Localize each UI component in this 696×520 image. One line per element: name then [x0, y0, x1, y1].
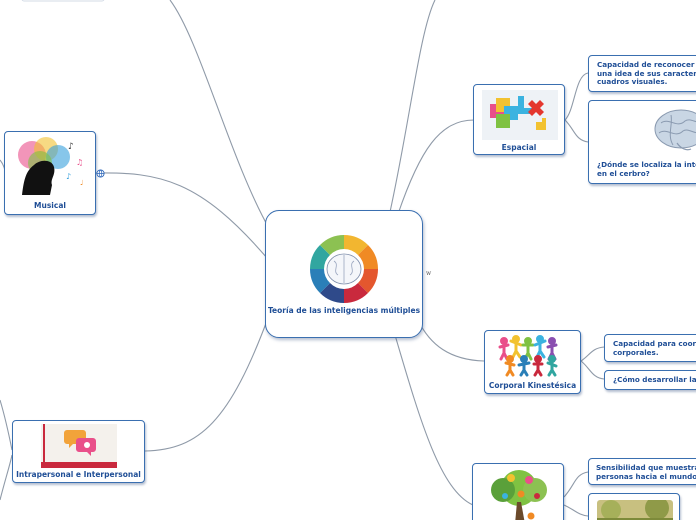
- node-espacial[interactable]: Espacial: [473, 84, 565, 155]
- node-interpersonal-title: Intrapersonal e Interpersonal: [16, 470, 141, 479]
- partial-node-top: [21, 0, 105, 2]
- leaf-naturalista-sensibilidad[interactable]: Sensibilidad que muestra personas hacia …: [588, 458, 696, 485]
- leaf-line: ¿Cómo desarrollar la: [613, 375, 696, 384]
- leaf-line: Sensibilidad que muestra: [596, 463, 696, 472]
- node-espacial-title: Espacial: [501, 143, 537, 152]
- svg-text:♪: ♪: [66, 172, 71, 181]
- leaf-espacial-capacidad[interactable]: Capacidad de reconocer c una idea de sus…: [588, 55, 696, 92]
- kinestesica-figures-image: [498, 335, 558, 377]
- connector-left-edge-3: [0, 454, 13, 501]
- connector-interpersonal: [144, 317, 269, 452]
- node-musical[interactable]: ♪ ♫ ♪ ♩ Musical: [4, 131, 96, 215]
- leaf-kin-desarrollar-text: ¿Cómo desarrollar la: [613, 375, 696, 385]
- node-interpersonal[interactable]: Intrapersonal e Interpersonal: [12, 420, 145, 483]
- espacial-cubes-image: [482, 90, 558, 140]
- central-topic-node[interactable]: Teoría de las inteligencias múltiples: [265, 210, 423, 338]
- leaf-kin-capacidad-text: Capacidad para coord corporales.: [613, 339, 696, 357]
- connector-naturalista: [394, 334, 474, 506]
- connector-top-left: [169, 0, 271, 231]
- central-topic-title: Teoría de las inteligencias múltiples: [267, 306, 421, 315]
- tree-image: [491, 470, 547, 520]
- svg-text:♩: ♩: [80, 179, 83, 187]
- forest-image: [597, 500, 673, 520]
- leaf-line: Capacidad de reconocer c: [597, 60, 696, 69]
- brain-wheel-icon: [310, 235, 378, 303]
- connector-musical: [95, 172, 268, 259]
- leaf-line: Capacidad para coord: [613, 339, 696, 348]
- leaf-line: en el cerbro?: [597, 168, 650, 178]
- connector-espacial-leaf-2: [564, 119, 589, 143]
- connector-top-right: [389, 0, 436, 213]
- leaf-naturalista-sensibilidad-text: Sensibilidad que muestra personas hacia …: [596, 463, 696, 481]
- node-naturalista[interactable]: [472, 463, 564, 520]
- leaf-espacial-cerebro-text: ¿Dónde se localiza la inte en el cerbro?: [597, 160, 696, 178]
- node-musical-title: Musical: [34, 201, 66, 210]
- connector-espacial: [397, 119, 475, 215]
- leaf-kin-capacidad[interactable]: Capacidad para coord corporales.: [604, 334, 696, 362]
- svg-text:♪: ♪: [68, 142, 74, 152]
- leaf-espacial-cerebro[interactable]: ¿Dónde se localiza la inte en el cerbro?: [588, 100, 696, 184]
- leaf-espacial-capacidad-text: Capacidad de reconocer c una idea de sus…: [597, 60, 696, 87]
- leaf-kin-desarrollar[interactable]: ¿Cómo desarrollar la: [604, 370, 696, 390]
- interpersonal-book-image: [41, 424, 117, 468]
- brain-image: [654, 109, 696, 151]
- node-kinestesica[interactable]: Corporal Kinestésica: [484, 330, 581, 394]
- connector-nat-leaf-2: [563, 504, 589, 517]
- connector-nat-leaf-1: [563, 471, 589, 498]
- leaf-line: una idea de sus caracterís: [597, 68, 696, 78]
- connector-kin-leaf-2: [580, 360, 605, 380]
- globe-icon[interactable]: [96, 169, 105, 178]
- side-mark: w: [426, 270, 432, 277]
- leaf-line: cuadros visuales.: [597, 77, 668, 87]
- musical-head-image: ♪ ♫ ♪ ♩: [18, 137, 83, 195]
- connector-kinestesica: [417, 319, 485, 362]
- connector-kin-leaf-1: [580, 346, 605, 362]
- connector-espacial-leaf-1: [564, 72, 589, 121]
- leaf-line: personas hacia el mundo: [596, 471, 696, 481]
- node-kinestesica-title: Corporal Kinestésica: [488, 381, 577, 390]
- connector-left-edge-2: [0, 399, 13, 451]
- leaf-naturalista-image[interactable]: [588, 493, 680, 520]
- leaf-line: corporales.: [613, 347, 659, 357]
- svg-text:♫: ♫: [76, 158, 83, 167]
- leaf-line: ¿Dónde se localiza la inte: [597, 160, 696, 169]
